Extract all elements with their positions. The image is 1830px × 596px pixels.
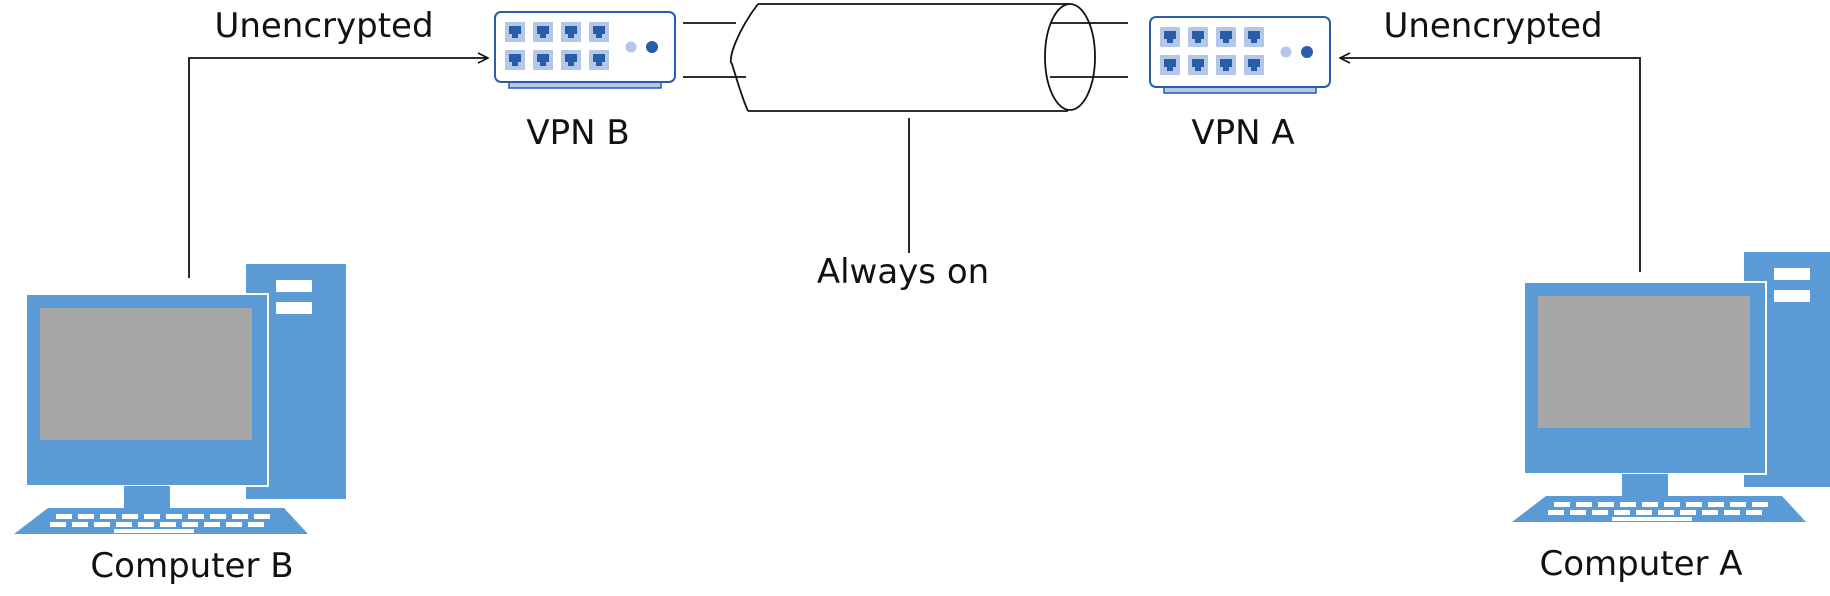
computer-b-label: Computer B bbox=[90, 546, 294, 586]
vpn-a-switch-icon bbox=[1149, 16, 1331, 94]
computer-a-icon bbox=[1511, 251, 1830, 523]
tunnel-label: Always on bbox=[816, 252, 990, 292]
vpn-b-label: VPN B bbox=[526, 113, 630, 153]
unencrypted-label-right: Unencrypted bbox=[1383, 6, 1603, 46]
vpn-b-switch-icon bbox=[494, 11, 676, 89]
connector-computer-b-to-vpn-b bbox=[188, 58, 488, 278]
vpn-a-label: VPN A bbox=[1191, 113, 1295, 153]
unencrypted-label-left: Unencrypted bbox=[214, 6, 434, 46]
computer-b-icon bbox=[13, 263, 347, 535]
connector-computer-a-to-vpn-a bbox=[1340, 58, 1641, 272]
vpn-tunnel bbox=[683, 3, 1128, 253]
computer-a-label: Computer A bbox=[1539, 544, 1743, 584]
